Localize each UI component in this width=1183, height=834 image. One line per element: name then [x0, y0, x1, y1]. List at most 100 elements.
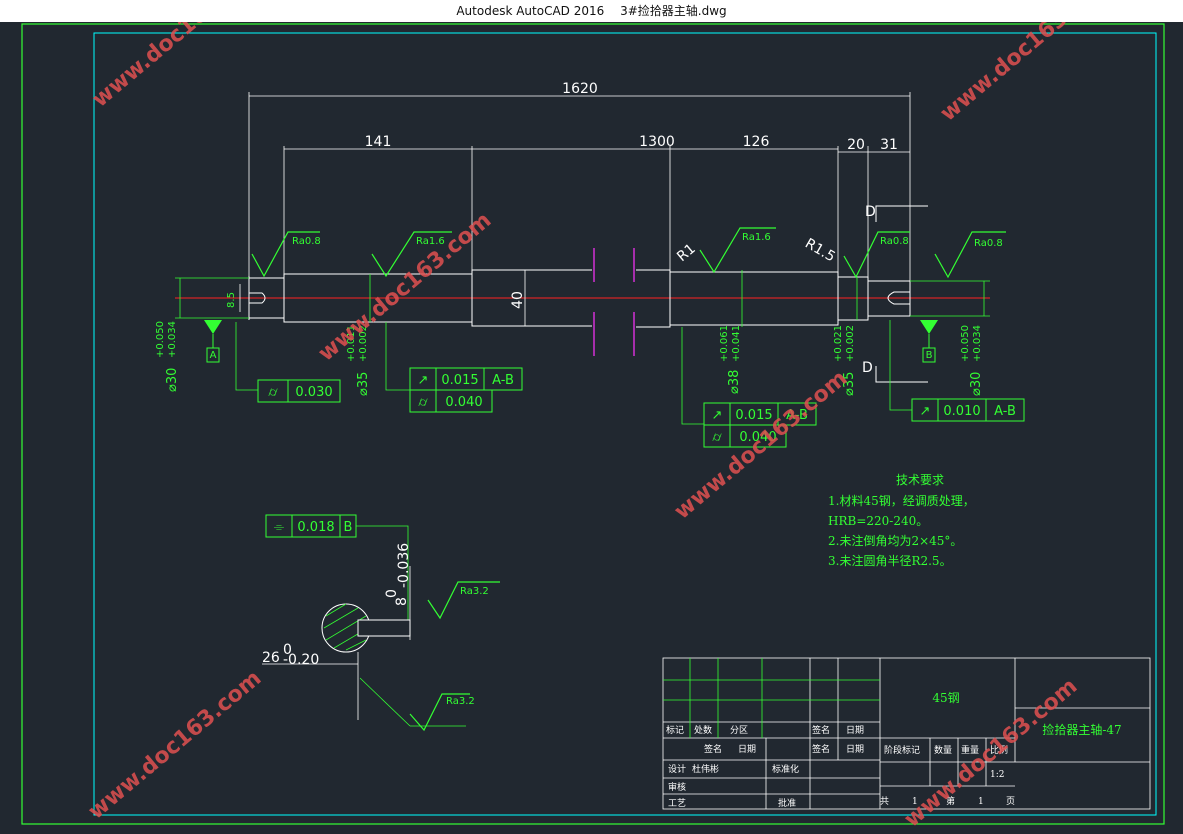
section-d-marker: [875, 205, 928, 383]
roughness-ra08-end: Ra0.8: [974, 238, 1003, 249]
roughness-ra16-left: Ra1.6: [416, 236, 445, 247]
dia-middle: ⌀38 +0.061 +0.041: [719, 325, 742, 394]
inner-frame: [93, 32, 1157, 816]
dim-middle: 1300: [639, 134, 675, 150]
dia-right-journal: ⌀35 +0.021 +0.002: [833, 325, 857, 396]
dim-dia85: 8.5: [226, 292, 237, 308]
fillet-r15: R1.5: [802, 236, 838, 266]
svg-text:日期: 日期: [738, 744, 756, 755]
svg-text:⌀30: ⌀30: [165, 368, 180, 392]
svg-text:⌭: ⌭: [418, 395, 428, 410]
svg-text:审核: 审核: [668, 781, 686, 793]
svg-text:⌭: ⌭: [712, 430, 722, 445]
datum-b: B: [920, 320, 938, 363]
gdt-mid-runout: ↗ 0.015 A-B ⌭ 0.040: [703, 402, 817, 448]
svg-text:比例: 比例: [990, 744, 1008, 756]
svg-text:签名: 签名: [704, 743, 722, 755]
svg-text:+0.002: +0.002: [845, 325, 856, 362]
app-title: Autodesk AutoCAD 2016: [456, 4, 605, 18]
gdt-right-runout: ↗ 0.010 A-B: [911, 398, 1025, 422]
section-dim-width: 26 0 -0.20: [262, 642, 319, 668]
dim-seg5: 31: [880, 137, 898, 153]
section-view: [262, 566, 466, 727]
svg-text:⌀30: ⌀30: [969, 372, 984, 396]
title-block: [662, 657, 1151, 810]
svg-text:0: 0: [384, 589, 400, 598]
gdt-left-runout: ↗ 0.015 A-B ⌭ 0.040: [409, 367, 523, 413]
svg-text:0.040: 0.040: [739, 430, 776, 445]
svg-text:0: 0: [283, 642, 292, 658]
svg-text:A: A: [210, 350, 217, 361]
svg-text:www.doc163.com: www.doc163.com: [900, 674, 1082, 830]
dia-left-end: ⌀30 +0.050 +0.034: [155, 321, 180, 392]
svg-text:批准: 批准: [778, 797, 796, 809]
svg-text:↗: ↗: [712, 408, 723, 423]
file-name: 3#捡拾器主轴.dwg: [620, 4, 727, 18]
svg-text:+0.002: +0.002: [358, 325, 369, 362]
section-dim-depth: 8 0 -0.036: [384, 543, 412, 606]
svg-text:标准化: 标准化: [772, 763, 799, 775]
svg-text:分区: 分区: [730, 725, 748, 736]
svg-text:1: 1: [978, 797, 984, 807]
tech-note-2: 2.未注倒角均为2×45°。: [828, 533, 962, 548]
cad-drawing: 1620 141 1300 126 20 31 40 8.5 R1 R1.5 D…: [21, 0, 1165, 833]
svg-text:A-B: A-B: [492, 373, 514, 388]
svg-text:标记: 标记: [666, 724, 684, 736]
tb-part-name: 捡拾器主轴-47: [1042, 722, 1121, 737]
dia-left-journal: ⌀35 +0.011 +0.002: [346, 325, 371, 396]
svg-text:数量: 数量: [934, 744, 952, 756]
svg-text:阶段标记: 阶段标记: [884, 744, 920, 756]
svg-text:+0.050: +0.050: [155, 321, 166, 358]
section-d-bottom: D: [862, 360, 873, 376]
svg-text:设计: 设计: [668, 763, 686, 775]
svg-text:第: 第: [946, 795, 955, 807]
dimension-lines: [239, 92, 911, 326]
svg-text:签名: 签名: [812, 724, 830, 736]
svg-text:⌀38: ⌀38: [727, 370, 742, 394]
svg-text:⌯: ⌯: [274, 520, 285, 535]
svg-text:签名: 签名: [812, 743, 830, 755]
svg-text:重量: 重量: [961, 744, 979, 756]
dim-seg4: 20: [847, 137, 865, 153]
svg-text:1:2: 1:2: [990, 770, 1004, 780]
watermarks: www.doc163.com www.doc163.com www.doc163…: [84, 0, 1118, 833]
roughness-ra32-bottom: Ra3.2: [446, 696, 475, 707]
dim-overall: 1620: [562, 81, 598, 97]
svg-text:↗: ↗: [920, 404, 931, 419]
svg-text:www.doc163.com: www.doc163.com: [314, 208, 496, 367]
svg-text:1: 1: [912, 797, 918, 807]
datum-a: A: [204, 320, 222, 363]
svg-text:+0.041: +0.041: [731, 325, 742, 362]
fillet-r1: R1: [674, 241, 699, 265]
svg-text:⌀35: ⌀35: [356, 372, 371, 396]
svg-text:+0.050: +0.050: [960, 325, 971, 362]
shaft-outline: [248, 269, 911, 328]
svg-text:日期: 日期: [846, 744, 864, 755]
roughness-ra16-right: Ra1.6: [742, 232, 771, 243]
tech-note-3: 3.未注圆角半径R2.5。: [828, 553, 952, 568]
break-lines: [593, 248, 635, 356]
svg-text:共: 共: [880, 796, 889, 807]
svg-text:+0.021: +0.021: [833, 325, 844, 362]
svg-text:www.doc163.com: www.doc163.com: [670, 366, 852, 525]
svg-text:⌀35: ⌀35: [842, 372, 857, 396]
roughness-ra08-left: Ra0.8: [292, 236, 321, 247]
svg-text:+0.061: +0.061: [719, 325, 730, 362]
title-block-grid-green: [663, 658, 880, 738]
svg-text:www.doc163.com: www.doc163.com: [936, 22, 1118, 127]
svg-text:0.010: 0.010: [943, 404, 980, 419]
svg-text:www.doc163.com: www.doc163.com: [88, 22, 270, 113]
svg-text:工艺: 工艺: [668, 798, 686, 809]
svg-text:0.015: 0.015: [735, 408, 772, 423]
gdt-left-cyl: ⌭ 0.030: [257, 379, 341, 403]
svg-text:处数: 处数: [694, 724, 712, 736]
dim-seg3: 126: [743, 134, 770, 150]
dim-dia40: 40: [510, 291, 526, 309]
tech-notes: 技术要求 1.材料45钢，经调质处理， HRB=220-240。 2.未注倒角均…: [828, 473, 975, 568]
svg-text:杜伟彬: 杜伟彬: [692, 763, 719, 775]
tech-note-1: 1.材料45钢，经调质处理，: [828, 494, 975, 508]
roughness-symbols: [251, 227, 1006, 732]
svg-text:+0.034: +0.034: [972, 325, 983, 362]
svg-text:B: B: [926, 350, 933, 361]
